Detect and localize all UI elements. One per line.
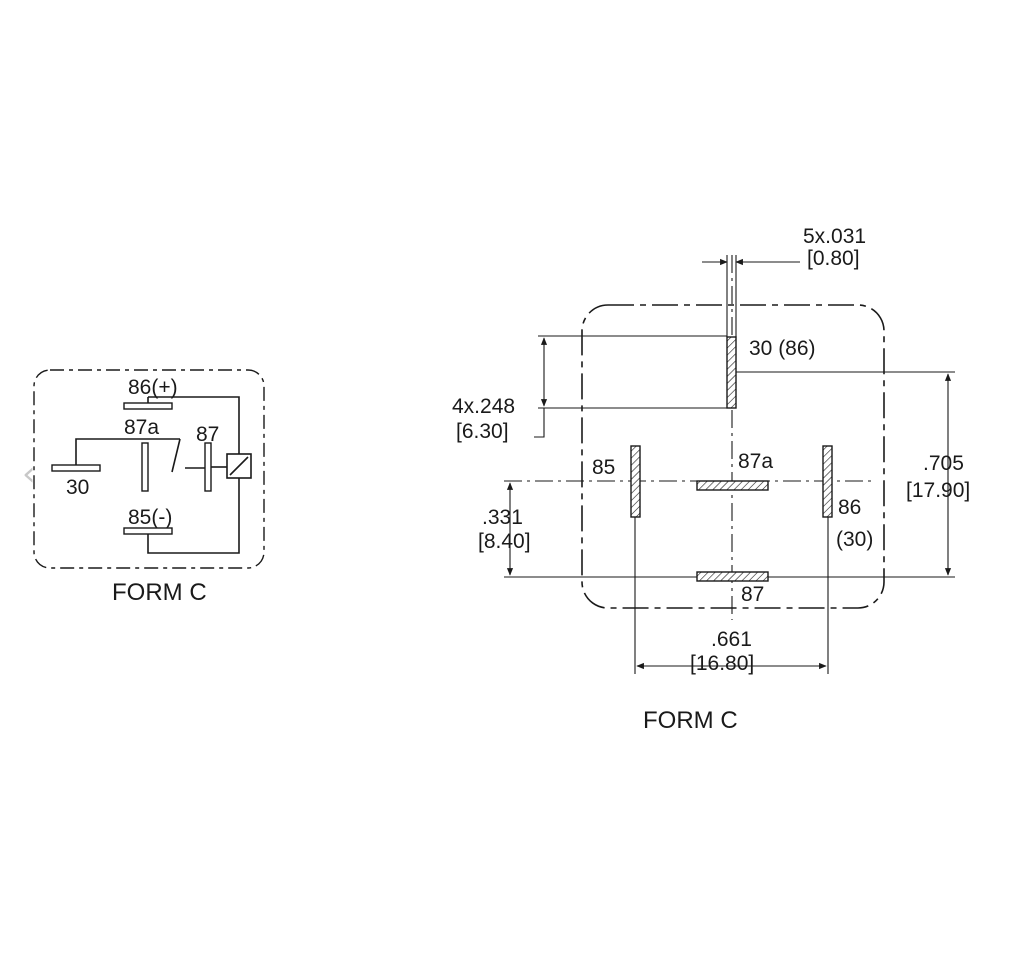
prev-arrow-icon[interactable]: ‹: [22, 454, 36, 494]
footprint-outline: [581, 304, 885, 609]
dim-height-in: .705: [923, 452, 964, 475]
dim-width-in: .661: [711, 628, 752, 651]
wire-86: [148, 396, 240, 454]
dim-pin-width-mm: [0.80]: [807, 247, 860, 270]
dim-pin-width-in: 5x.031: [803, 225, 866, 248]
schematic-caption: FORM C: [112, 579, 207, 606]
label-86: 86: [838, 496, 861, 519]
pin-87a: [696, 480, 769, 491]
dim-width-mm: [16.80]: [690, 652, 754, 675]
label-87a: 87a: [124, 416, 159, 439]
contact-87-bar: [204, 442, 212, 492]
relay-footprint: 5x.031 [0.80] 4x.248 [6.30] .705 [17.90]…: [452, 225, 970, 734]
relay-schematic: 86(+) 87a 87 30 85(-) FORM C: [33, 369, 265, 606]
dim-pin-length-mm: [6.30]: [456, 420, 509, 443]
switch-arm: [171, 438, 181, 473]
dim-height-mm: [17.90]: [906, 479, 970, 502]
label-87a: 87a: [738, 450, 773, 473]
label-87: 87: [196, 423, 219, 446]
wire-30: [75, 438, 180, 465]
schematic-outline: [33, 369, 265, 569]
terminal-86-bar: [123, 402, 173, 410]
pin-87: [696, 571, 769, 582]
dim-offset-in: .331: [482, 506, 523, 529]
label-30: 30: [66, 476, 89, 499]
label-87: 87: [741, 583, 764, 606]
dim-offset-mm: [8.40]: [478, 530, 531, 553]
wire-85: [147, 478, 240, 554]
dim-pin-length-in: 4x.248: [452, 395, 515, 418]
pin-30: [726, 336, 737, 409]
footprint-caption: FORM C: [643, 707, 738, 734]
label-85: 85(-): [128, 506, 172, 529]
label-30-86: 30 (86): [749, 337, 816, 360]
contact-87a-bar: [141, 442, 149, 492]
pin-86: [822, 445, 833, 518]
label-86: 86(+): [128, 376, 178, 399]
terminal-30-bar: [51, 464, 101, 472]
label-86-alt-30: (30): [836, 528, 873, 551]
pin-85: [630, 445, 641, 518]
label-85: 85: [592, 456, 615, 479]
